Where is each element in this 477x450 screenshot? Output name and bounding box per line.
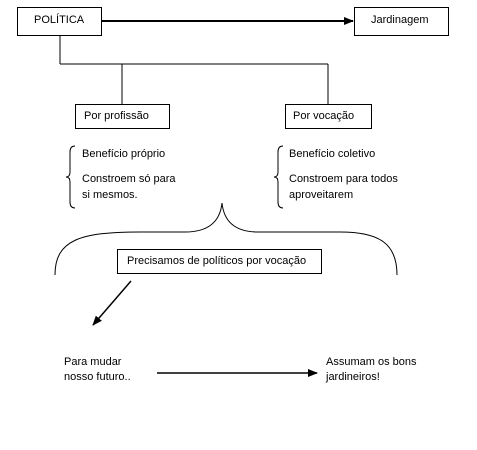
big-brace [54, 202, 398, 276]
box-jardinagem: Jardinagem [354, 7, 449, 36]
box-por-vocacao: Por vocação [285, 104, 372, 129]
vocacao-benefit: Benefício coletivo [289, 148, 376, 160]
arrow-down-left [92, 280, 132, 326]
vocacao-desc-line2: aproveitarem [289, 189, 354, 201]
vocacao-desc-line1: Constroem para todos [289, 173, 398, 185]
bottom-left-line2: nosso futuro.. [64, 371, 131, 383]
brace-vocacao [273, 145, 284, 209]
box-por-profissao: Por profissão [75, 104, 170, 129]
profissao-desc-line1: Constroem só para [82, 173, 176, 185]
tree-connector [59, 36, 329, 104]
box-politica: POLÍTICA [17, 7, 102, 36]
profissao-desc-line2: si mesmos. [82, 189, 138, 201]
brace-profissao [65, 145, 76, 209]
bottom-left-line1: Para mudar [64, 356, 122, 368]
profissao-benefit: Benefício próprio [82, 148, 166, 160]
bottom-right-line2: jardineiros! [326, 371, 380, 383]
precisamos-label: Precisamos de políticos por vocação [127, 255, 307, 267]
por-vocacao-label: Por vocação [293, 110, 355, 122]
por-profissao-label: Por profissão [84, 110, 149, 122]
jardinagem-label: Jardinagem [371, 14, 429, 26]
bottom-right-line1: Assumam os bons [326, 356, 417, 368]
politica-label: POLÍTICA [34, 14, 85, 26]
box-precisamos: Precisamos de políticos por vocação [117, 249, 322, 274]
